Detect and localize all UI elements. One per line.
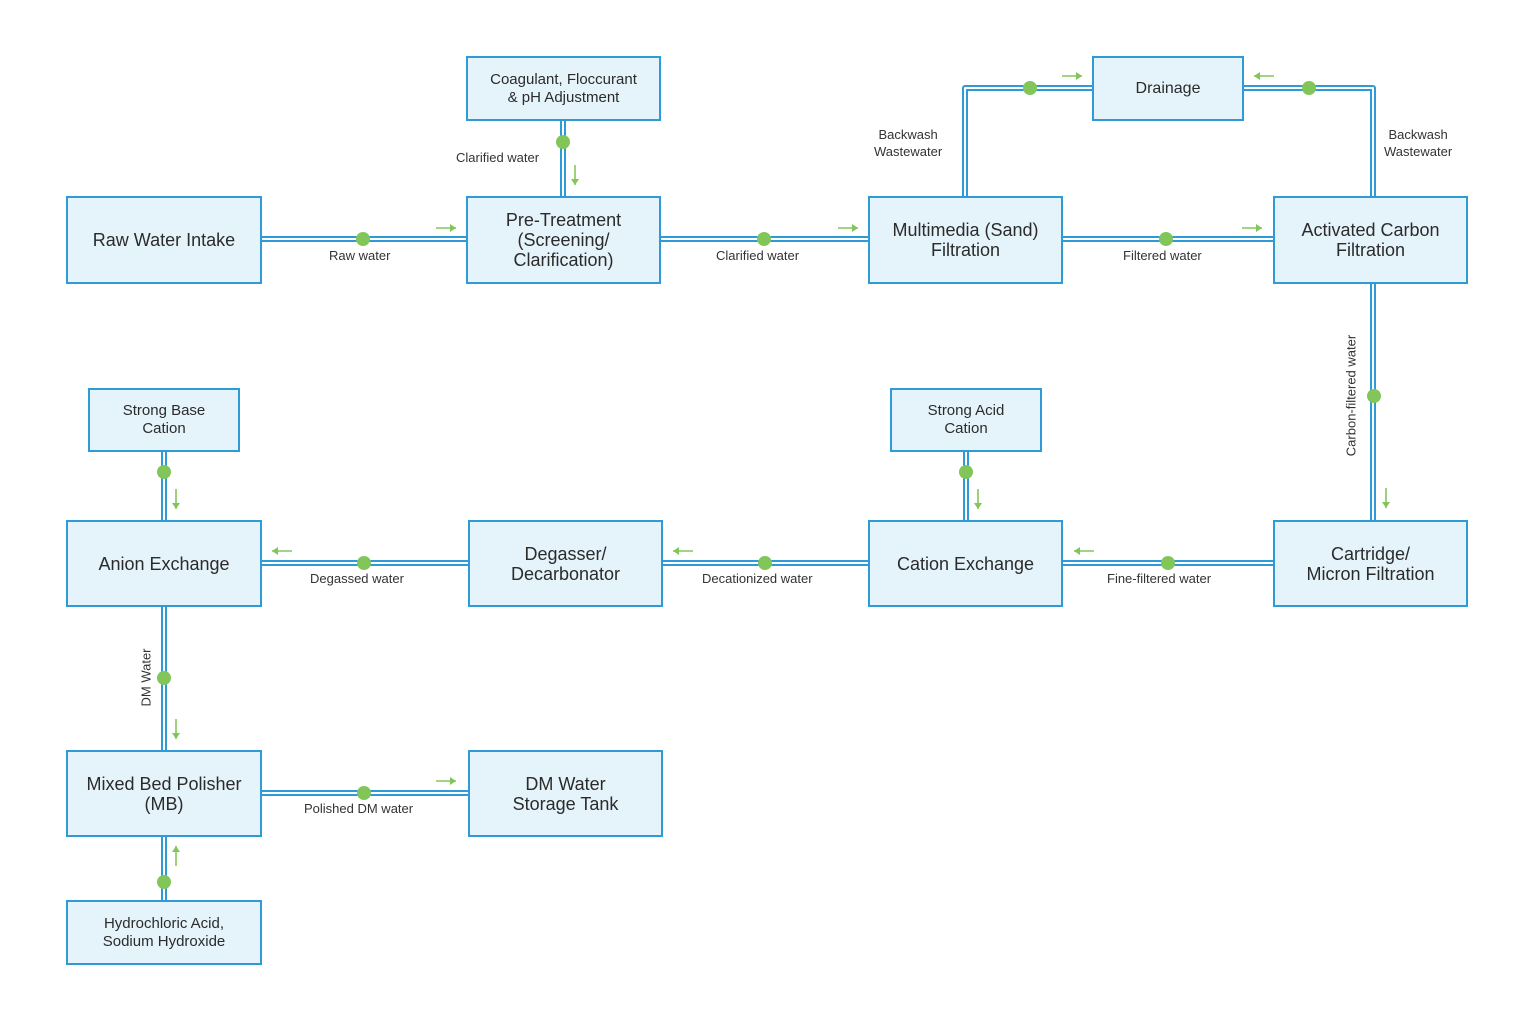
label-polished: Polished DM water xyxy=(304,801,414,816)
node-dm-water xyxy=(157,671,171,685)
node-strong-acid xyxy=(959,465,973,479)
node-fine-filtered xyxy=(1161,556,1175,570)
label-backwash-right: Backwash Wastewater xyxy=(1384,127,1453,159)
arrow-dm-water-icon xyxy=(172,719,180,739)
pipe-backwash-right-core xyxy=(1244,87,1374,196)
arrow-raw-water-icon xyxy=(436,224,456,232)
node-coagulant xyxy=(556,135,570,149)
label-decationized: Decationized water xyxy=(702,571,813,586)
label-carbon-filtered: Carbon-filtered water xyxy=(1343,334,1359,457)
node-carbon-filtered xyxy=(1367,389,1381,403)
cation-exchange-box: Cation Exchange xyxy=(868,520,1063,607)
arrow-fine-filtered-icon xyxy=(1074,547,1094,555)
label-dm-water: DM Water xyxy=(138,648,154,707)
pipe-backwash-right xyxy=(1244,85,1376,196)
node-decationized xyxy=(758,556,772,570)
raw-water-intake-box: Raw Water Intake xyxy=(66,196,262,284)
anion-exchange-box: Anion Exchange xyxy=(66,520,262,607)
arrow-strong-base-icon xyxy=(172,489,180,509)
node-raw-water xyxy=(356,232,370,246)
arrow-polished-icon xyxy=(436,777,456,785)
arrow-chemicals-icon xyxy=(172,846,180,866)
arrow-coagulant-icon xyxy=(571,165,579,185)
coagulant-box: Coagulant, Floccurant & pH Adjustment xyxy=(466,56,661,121)
arrow-backwash-right-icon xyxy=(1254,72,1274,80)
label-raw-water: Raw water xyxy=(329,248,391,263)
strong-base-cation-box: Strong Base Cation xyxy=(88,388,240,452)
dm-storage-tank-box: DM Water Storage Tank xyxy=(468,750,663,837)
node-chemicals xyxy=(157,875,171,889)
pipe-backwash-left xyxy=(962,85,1092,196)
mixed-bed-polisher-box: Mixed Bed Polisher (MB) xyxy=(66,750,262,837)
strong-acid-cation-box: Strong Acid Cation xyxy=(890,388,1042,452)
label-backwash-left: Backwash Wastewater xyxy=(874,127,943,159)
multimedia-filtration-box: Multimedia (Sand) Filtration xyxy=(868,196,1063,284)
arrow-backwash-left-icon xyxy=(1062,72,1082,80)
pretreatment-box: Pre-Treatment (Screening/ Clarification) xyxy=(466,196,661,284)
arrow-carbon-filtered-icon xyxy=(1382,488,1390,508)
node-filtered xyxy=(1159,232,1173,246)
node-backwash-right xyxy=(1302,81,1316,95)
chemicals-box: Hydrochloric Acid, Sodium Hydroxide xyxy=(66,900,262,965)
node-degassed xyxy=(357,556,371,570)
label-degassed: Degassed water xyxy=(310,571,404,586)
arrow-decationized-icon xyxy=(673,547,693,555)
arrow-filtered-icon xyxy=(1242,224,1262,232)
label-filtered: Filtered water xyxy=(1123,248,1202,263)
arrow-strong-acid-icon xyxy=(974,489,982,509)
degasser-box: Degasser/ Decarbonator xyxy=(468,520,663,607)
node-backwash-left xyxy=(1023,81,1037,95)
node-clarified xyxy=(757,232,771,246)
arrow-clarified-icon xyxy=(838,224,858,232)
label-clarified-top: Clarified water xyxy=(456,150,540,165)
cartridge-filtration-box: Cartridge/ Micron Filtration xyxy=(1273,520,1468,607)
arrow-degassed-icon xyxy=(272,547,292,555)
node-polished xyxy=(357,786,371,800)
activated-carbon-box: Activated Carbon Filtration xyxy=(1273,196,1468,284)
node-strong-base xyxy=(157,465,171,479)
label-clarified-mid: Clarified water xyxy=(716,248,800,263)
label-fine-filtered: Fine-filtered water xyxy=(1107,571,1212,586)
drainage-box: Drainage xyxy=(1092,56,1244,121)
pipe-backwash-left-core xyxy=(964,87,1092,196)
